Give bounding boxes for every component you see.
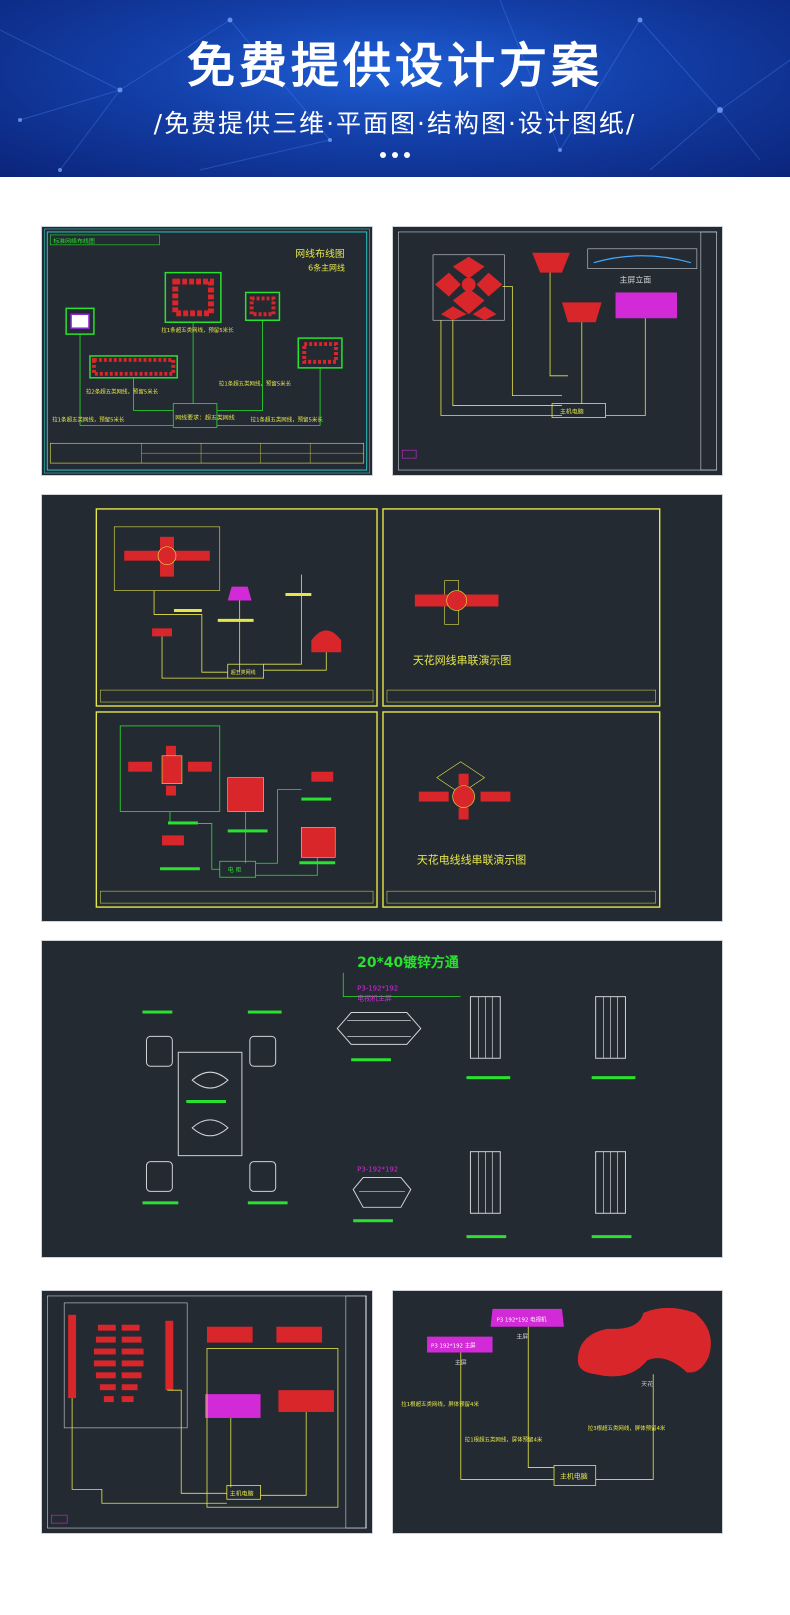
diagram-title: 网线布线图	[295, 247, 345, 260]
note-e: 拉1条超五类网线，预留5米长	[251, 415, 324, 423]
network-wiring-drawing: 标准网络布线图 网线布线图 6条主网线 网线要求：超五类网线 拉1条超五类网线，…	[44, 228, 370, 474]
cad-panel-steel-structure: 20*40镀锌方通 P3-192*192 电视机主屏 P3-192*192	[41, 940, 723, 1258]
cad-panel-ceiling-wiring: 超五类网线 天花网线串联演示图 电 柜	[41, 494, 723, 922]
host-computer-label: 主机电脑	[560, 1471, 588, 1480]
p3-label-a: P3-192*192	[357, 985, 398, 993]
p3-label-c: P3-192*192	[357, 1166, 398, 1174]
p3-tv-label: P3 192*192 电视机	[497, 1316, 548, 1324]
host-computer-label: 主机电脑	[560, 407, 584, 415]
banner: 免费提供设计方案 /免费提供三维·平面图·结构图·设计图纸/	[0, 0, 790, 177]
note-c: 拉2条超五类网线，预留5米长	[86, 388, 159, 396]
tv-main-screen-label: 电视机主屏	[357, 994, 392, 1003]
irregular-screens-drawing: P3 192*192 电视机 主屏 P3 192*192 主屏 主屏 天花 主机…	[401, 1307, 711, 1486]
main-elevation-drawing: 主屏立面 主机电脑	[397, 231, 718, 471]
banner-subtitle: /免费提供三维·平面图·结构图·设计图纸/	[153, 109, 637, 138]
cad-panel-seating-layout: 主机电脑	[41, 1290, 373, 1534]
structure-title: 20*40镀锌方通	[357, 954, 459, 971]
note-b: 拉1根超五类网线，屏体预留4米	[465, 1436, 543, 1444]
banner-title: 免费提供设计方案	[186, 38, 603, 94]
cad-panel-irregular-screens: P3 192*192 电视机 主屏 P3 192*192 主屏 主屏 天花 主机…	[392, 1290, 723, 1534]
ceiling-label: 天花	[641, 1380, 653, 1388]
network-background	[0, 0, 790, 172]
main-elevation-label: 主屏立面	[620, 275, 652, 285]
cat5e-box-label: 超五类网线	[231, 669, 256, 676]
note-c: 拉3根超五类网线，屏体预留4米	[588, 1424, 666, 1432]
steel-structure-drawing: 20*40镀锌方通 P3-192*192 电视机主屏 P3-192*192	[142, 954, 636, 1239]
p3-main-label: P3 192*192 主屏	[431, 1342, 476, 1350]
electric-cabinet-label: 电 柜	[228, 866, 242, 874]
note-a: 拉1条超五类网线，预留5米长	[161, 326, 234, 334]
cad-panel-main-elevation: 主屏立面 主机电脑	[392, 226, 723, 476]
host-computer-label: 主机电脑	[230, 1489, 254, 1497]
note-d: 拉1条超五类网线，预留5米长	[52, 415, 125, 423]
ceiling-wiring-drawing: 超五类网线 天花网线串联演示图 电 柜	[95, 508, 661, 908]
cad-panel-network-wiring: 标准网络布线图 网线布线图 6条主网线 网线要求：超五类网线 拉1条超五类网线，…	[41, 226, 373, 476]
main-screen-label-top: 主屏	[516, 1333, 528, 1341]
ceiling-network-title: 天花网线串联演示图	[413, 653, 511, 667]
note-a: 拉1根超五类网线，屏体预留4米	[401, 1400, 479, 1408]
diagram-subtitle: 6条主网线	[308, 263, 345, 273]
network-requirement: 网线要求：超五类网线	[175, 413, 234, 421]
seating-layout-drawing: 主机电脑	[47, 1295, 367, 1529]
ceiling-electric-title: 天花电线线串联演示图	[417, 852, 526, 866]
header-note: 标准网络布线图	[53, 237, 95, 245]
ellipsis-dots	[380, 152, 410, 160]
note-b: 拉1条超五类网线，预留5米长	[219, 380, 292, 388]
